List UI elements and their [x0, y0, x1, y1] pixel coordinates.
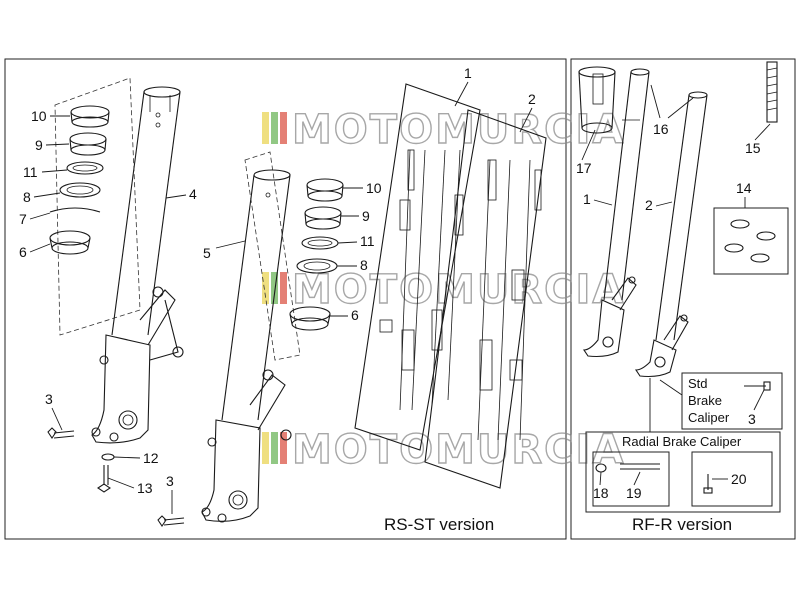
callout-20: 20	[731, 471, 747, 487]
std-brake-line1: Std	[688, 376, 708, 391]
callout-10-left: 10	[31, 108, 47, 124]
watermark-stripe-green	[271, 112, 278, 144]
exploded-guide-plane	[54, 77, 141, 336]
exploded-guide-plane	[244, 151, 301, 361]
callout-19: 19	[626, 485, 642, 501]
internal-parts-plate-2	[424, 109, 547, 489]
callout-3-left: 3	[45, 391, 53, 407]
std-brake-box: Std Brake Caliper	[681, 372, 783, 430]
watermark-stripe-red	[280, 272, 287, 304]
callouts-right-panel: 17 16 15 14 1 2 3 18 19 20	[576, 84, 771, 501]
radial-brake-title: Radial Brake Caliper	[622, 434, 742, 449]
part-6-cap	[49, 230, 91, 246]
part-9-oil-seal	[69, 132, 107, 146]
seal-kit-14-box	[713, 207, 789, 275]
watermark-text: MOTOMURCIA	[292, 427, 625, 473]
spring-15	[766, 61, 778, 123]
watermark-middle: MOTOMURCIA	[262, 266, 625, 314]
callout-6-left: 6	[19, 244, 27, 260]
callout-12: 12	[143, 450, 159, 466]
watermark-stripe-yellow	[262, 432, 269, 464]
fork-leg-1-right	[582, 68, 650, 358]
callout-2-right: 2	[645, 197, 653, 213]
callout-13: 13	[137, 480, 153, 496]
right-panel-frame	[570, 58, 796, 540]
watermark-stripe-green	[271, 432, 278, 464]
watermark-stripe-yellow	[262, 272, 269, 304]
std-brake-line3: Caliper	[688, 410, 730, 425]
callout-8-middle: 8	[360, 257, 368, 273]
callout-1-left: 1	[464, 65, 472, 81]
seal-stack-middle	[289, 178, 344, 331]
callout-5: 5	[203, 245, 211, 261]
callout-1-right: 1	[583, 191, 591, 207]
callout-11-middle: 11	[360, 233, 375, 249]
part-8-bushing	[59, 182, 101, 198]
callout-17: 17	[576, 160, 592, 176]
callouts-left-panel: 10 9 11 8 7 6 4 3 12 13 5 10 9 11 8 6 1 …	[19, 65, 536, 514]
part-11-ring	[66, 161, 104, 175]
bolts-left	[47, 427, 115, 493]
callout-14: 14	[736, 180, 752, 196]
left-panel-frame	[4, 58, 567, 540]
part-10-dust-seal	[70, 105, 110, 119]
watermark-text: MOTOMURCIA	[292, 267, 625, 313]
callout-7: 7	[19, 211, 27, 227]
fork-leg-4	[54, 77, 184, 444]
std-brake-line2: Brake	[688, 393, 722, 408]
rs-st-caption: RS-ST version	[384, 515, 494, 534]
callout-3-right: 3	[748, 411, 756, 427]
callout-10-middle: 10	[366, 180, 382, 196]
callout-2-left: 2	[528, 91, 536, 107]
callout-9-left: 9	[35, 137, 43, 153]
callout-8-left: 8	[23, 189, 31, 205]
rf-r-caption: RF-R version	[632, 515, 732, 534]
callout-4: 4	[189, 186, 197, 202]
fork-leg-5	[201, 151, 301, 523]
bolt-3-middle	[157, 515, 185, 527]
watermark-stripe-red	[280, 432, 287, 464]
callout-3-middle: 3	[166, 473, 174, 489]
callout-11-left: 11	[23, 164, 38, 180]
seal-stack-left	[49, 105, 110, 255]
radial-brake-box: Radial Brake Caliper	[585, 431, 781, 513]
watermark-stripe-red	[280, 112, 287, 144]
callout-18: 18	[593, 485, 609, 501]
callout-15: 15	[745, 140, 761, 156]
part-7-circlip	[49, 207, 101, 213]
watermark-stripe-green	[271, 272, 278, 304]
callout-9-middle: 9	[362, 208, 370, 224]
watermark-text: MOTOMURCIA	[292, 107, 625, 153]
fork-leg-2-right	[634, 91, 708, 378]
callout-16: 16	[653, 121, 669, 137]
callout-6-middle: 6	[351, 307, 359, 323]
watermark-stripe-yellow	[262, 112, 269, 144]
tool-17	[578, 66, 616, 134]
watermark-bottom: MOTOMURCIA	[262, 426, 625, 474]
watermark-top: MOTOMURCIA	[262, 106, 625, 154]
